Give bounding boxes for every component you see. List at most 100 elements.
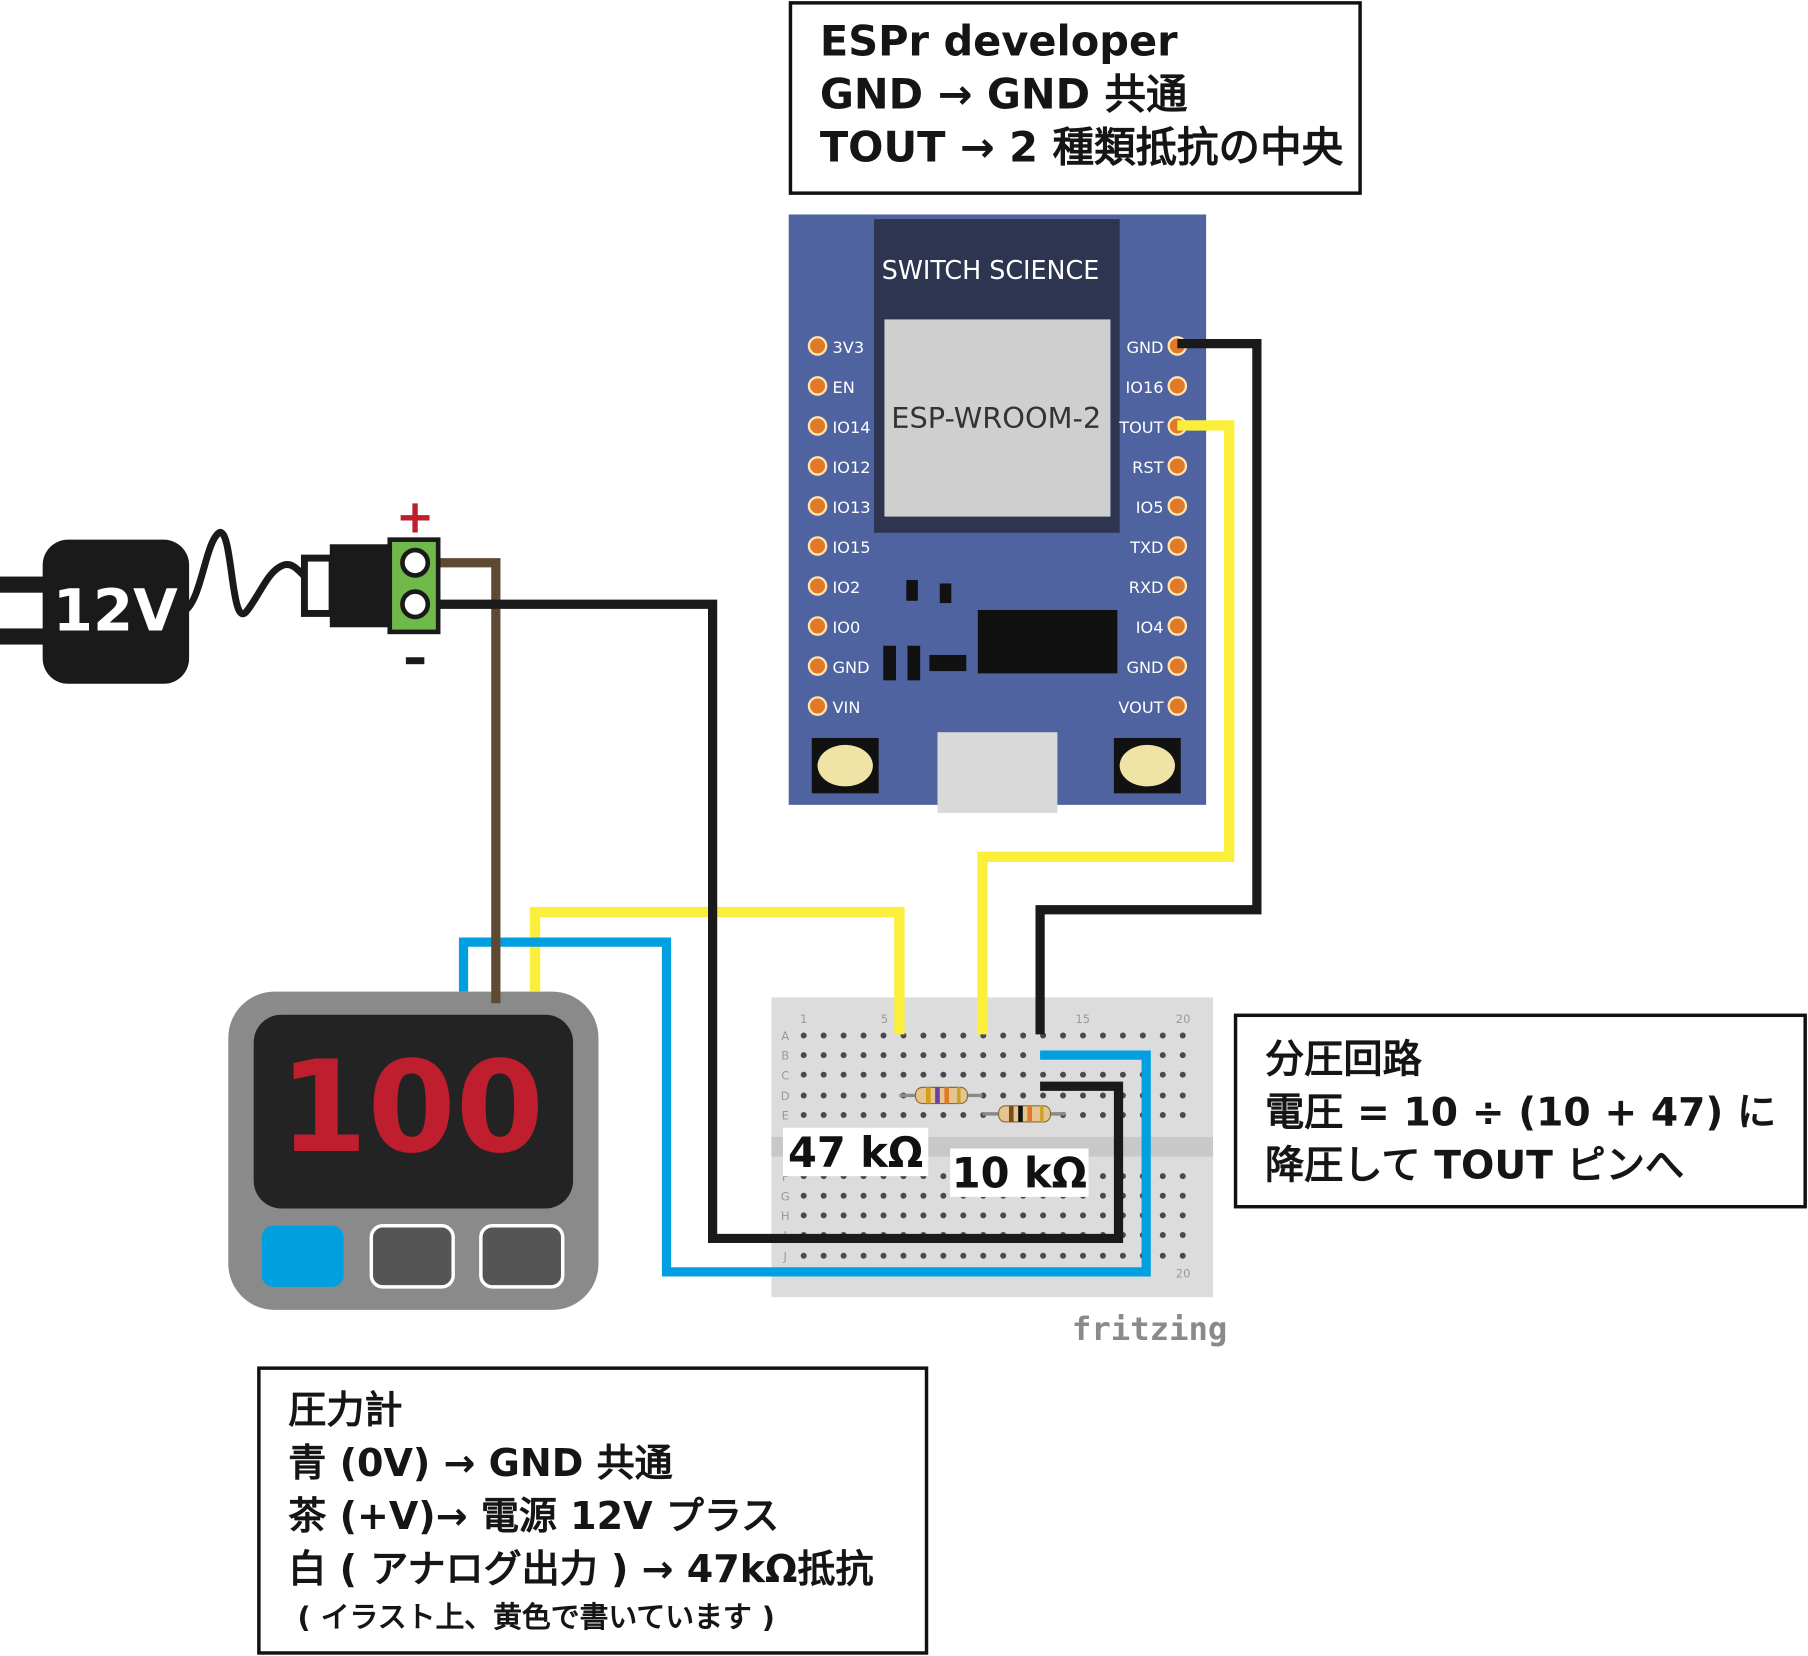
breadboard-hole [900, 1212, 907, 1219]
breadboard-hole [1020, 1052, 1027, 1059]
smd-part [907, 645, 921, 681]
breadboard-hole [1179, 1252, 1186, 1259]
pin-label: IO14 [833, 418, 871, 437]
row-letter: H [781, 1209, 790, 1223]
breadboard-hole [920, 1052, 927, 1059]
breadboard-hole [1060, 1252, 1067, 1259]
pin-label: IO13 [833, 498, 871, 517]
breadboard-hole [820, 1192, 827, 1199]
wire-black-esp-gnd [1035, 339, 1262, 1035]
reset-button-cap [817, 744, 873, 787]
breadboard-hole [860, 1092, 867, 1099]
breadboard-hole [840, 1212, 847, 1219]
breadboard-hole [820, 1032, 827, 1039]
breadboard-hole [1179, 1192, 1186, 1199]
row-letter: F [782, 1170, 789, 1184]
resistor-band [1027, 1105, 1033, 1122]
pin-label: IO15 [833, 538, 871, 557]
wires [415, 339, 1262, 1277]
breadboard-hole [1119, 1071, 1126, 1078]
breadboard-hole [880, 1252, 887, 1259]
breadboard-hole [860, 1192, 867, 1199]
breadboard-hole [840, 1192, 847, 1199]
breadboard-hole [880, 1071, 887, 1078]
resistor-band [1018, 1105, 1023, 1122]
breadboard-hole [1079, 1252, 1086, 1259]
resistor-band [935, 1087, 940, 1104]
divider-note-box: 分圧回路 電圧 = 10 ÷ (10 + 47) に 降圧して TOUT ピンへ [1233, 1013, 1807, 1209]
breadboard-hole [900, 1112, 907, 1119]
breadboard-hole [1020, 1032, 1027, 1039]
breadboard-hole [980, 1212, 987, 1219]
breadboard-hole [860, 1212, 867, 1219]
breadboard-hole [1020, 1071, 1027, 1078]
col-number: 1 [800, 1012, 807, 1026]
resistor-47k-label: 47 kΩ [788, 1128, 923, 1177]
breadboard-hole [1020, 1252, 1027, 1259]
breadboard-hole [820, 1052, 827, 1059]
breadboard-hole [960, 1071, 967, 1078]
pin-pad [807, 336, 828, 356]
resistor-band [925, 1087, 931, 1104]
breadboard-hole [960, 1252, 967, 1259]
breadboard-hole [1179, 1052, 1186, 1059]
pin-pad [1167, 576, 1188, 596]
breadboard-hole [1079, 1071, 1086, 1078]
breadboard-hole [800, 1092, 807, 1099]
pin-pad [1167, 616, 1188, 636]
resistor-band [957, 1087, 961, 1104]
breadboard-hole [880, 1052, 887, 1059]
row-letter: B [781, 1049, 789, 1063]
plug-prong [0, 628, 51, 645]
gauge-button-gray [369, 1224, 455, 1289]
row-letter: D [781, 1089, 790, 1103]
breadboard-hole [900, 1252, 907, 1259]
breadboard-hole [1060, 1071, 1067, 1078]
pin-label: VOUT [1118, 698, 1163, 717]
smd-part [906, 580, 918, 601]
col-number: 20 [1176, 1267, 1191, 1281]
pin-pad [1167, 496, 1188, 516]
pin-pad [1167, 376, 1188, 396]
breadboard-hole [1119, 1032, 1126, 1039]
gauge-note-line: 圧力計 [288, 1387, 403, 1433]
resistor-10k-label: 10 kΩ [952, 1149, 1087, 1198]
breadboard-hole [820, 1252, 827, 1259]
breadboard-hole [800, 1052, 807, 1059]
plus-icon: + [396, 490, 435, 544]
gauge-note-box: 圧力計 青 (0V) → GND 共通 茶 (+V)→ 電源 12V プラス 白… [257, 1366, 929, 1655]
pin-label: IO12 [833, 458, 871, 477]
breadboard-hole [1159, 1071, 1166, 1078]
breadboard-hole [1020, 1092, 1027, 1099]
breadboard-hole [820, 1212, 827, 1219]
breadboard-hole [1060, 1212, 1067, 1219]
module-label: ESP-WROOM-2 [891, 401, 1101, 435]
resistor-47k [899, 1086, 983, 1105]
board-brand-label: SWITCH SCIENCE [882, 255, 1100, 285]
fritzing-watermark: fritzing [1072, 1310, 1227, 1348]
breadboard-hole [860, 1252, 867, 1259]
breadboard-hole [860, 1032, 867, 1039]
usb-serial-chip [977, 609, 1118, 674]
breadboard-hole [800, 1192, 807, 1199]
minus-icon [405, 657, 425, 665]
plug-prong [0, 576, 51, 593]
row-letter: C [781, 1068, 789, 1082]
breadboard-hole [1040, 1092, 1047, 1099]
pin-label: GND [1126, 338, 1163, 357]
breadboard-hole [940, 1112, 947, 1119]
usb-connector [937, 732, 1058, 813]
wire-yellow-tout [977, 420, 1235, 1035]
breadboard-hole [860, 1112, 867, 1119]
row-letter: G [781, 1189, 790, 1203]
breadboard-hole [1099, 1192, 1106, 1199]
pin-label: EN [833, 378, 855, 397]
breadboard-hole [880, 1092, 887, 1099]
smd-part [883, 645, 896, 681]
breadboard-hole [1139, 1032, 1146, 1039]
pin-label: GND [1126, 658, 1163, 677]
gauge-button-gray [479, 1224, 565, 1289]
pin-pad [807, 456, 828, 476]
breadboard-hole [1079, 1212, 1086, 1219]
